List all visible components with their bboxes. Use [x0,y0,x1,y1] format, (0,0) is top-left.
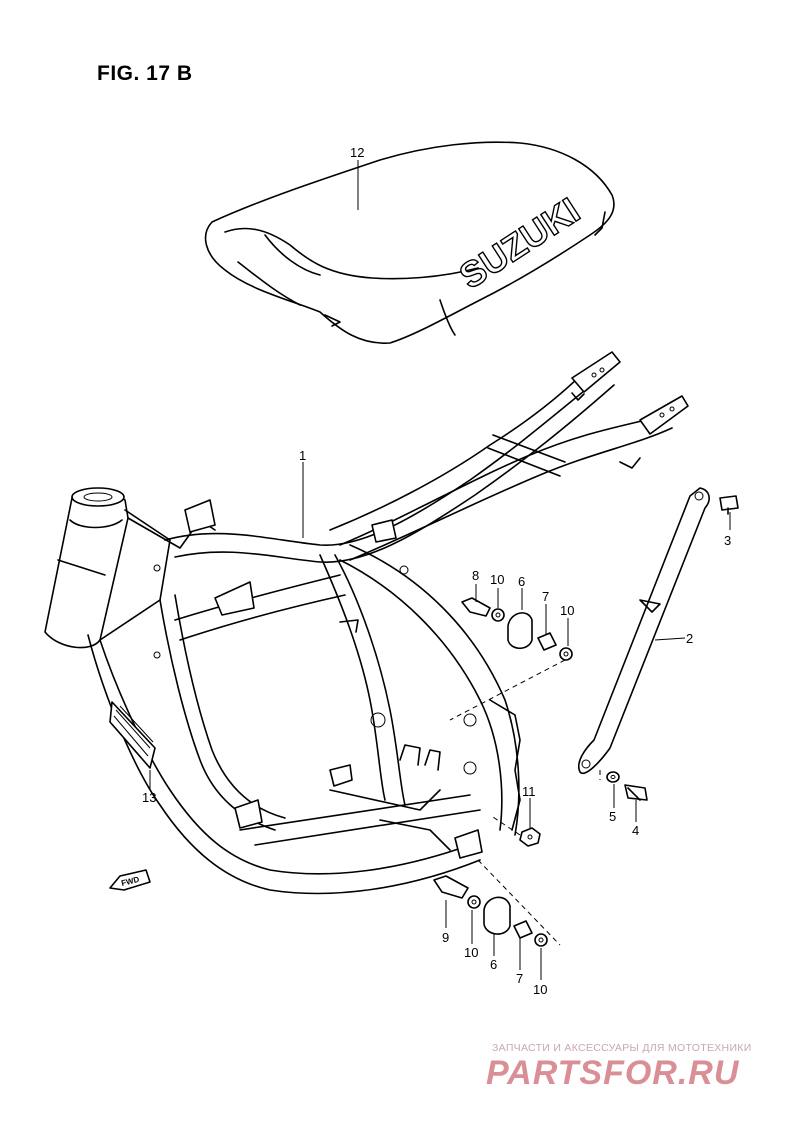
callout-13: 13 [142,790,156,805]
watermark-tagline: ЗАПЧАСТИ И АКСЕССУАРЫ ДЛЯ МОТОТЕХНИКИ [492,1042,752,1054]
leader-lines [149,160,731,980]
callout-7-a: 7 [542,589,549,604]
callout-1: 1 [299,448,306,463]
mount-set-upper [461,597,573,661]
callout-12: 12 [350,145,364,160]
figure-title: FIG. 17 B [97,62,193,85]
callout-11: 11 [522,784,536,799]
callout-5: 5 [609,809,616,824]
projection-lines [449,659,601,946]
bolt-part-3 [719,495,739,515]
callout-8: 8 [472,568,479,583]
frame-part-1 [44,351,689,895]
callout-10-a: 10 [490,572,504,587]
callout-10-b: 10 [560,603,574,618]
callout-6-b: 6 [490,957,497,972]
callout-7-b: 7 [516,971,523,986]
stay-part-2 [578,487,710,775]
mount-set-lower [433,875,548,947]
callout-4: 4 [632,823,639,838]
fwd-label: FWD [120,875,140,888]
seat-part-12: SUZUKI [204,141,615,344]
fwd-arrow-icon: FWD [109,869,151,891]
callout-2: 2 [686,631,693,646]
washer-part-5 [606,771,620,783]
reflector-part-13 [109,701,156,769]
nut-part-11 [519,827,541,847]
callout-3: 3 [724,533,731,548]
callout-10-d: 10 [533,982,547,997]
callout-6-a: 6 [518,574,525,589]
callout-10-c: 10 [464,945,478,960]
watermark-logo: PARTSFOR.RU [486,1054,740,1092]
callout-labels: 12 1 3 2 8 10 6 7 10 13 11 5 4 9 10 6 7 … [142,145,731,997]
bolt-part-4 [624,784,648,801]
callout-9: 9 [442,930,449,945]
